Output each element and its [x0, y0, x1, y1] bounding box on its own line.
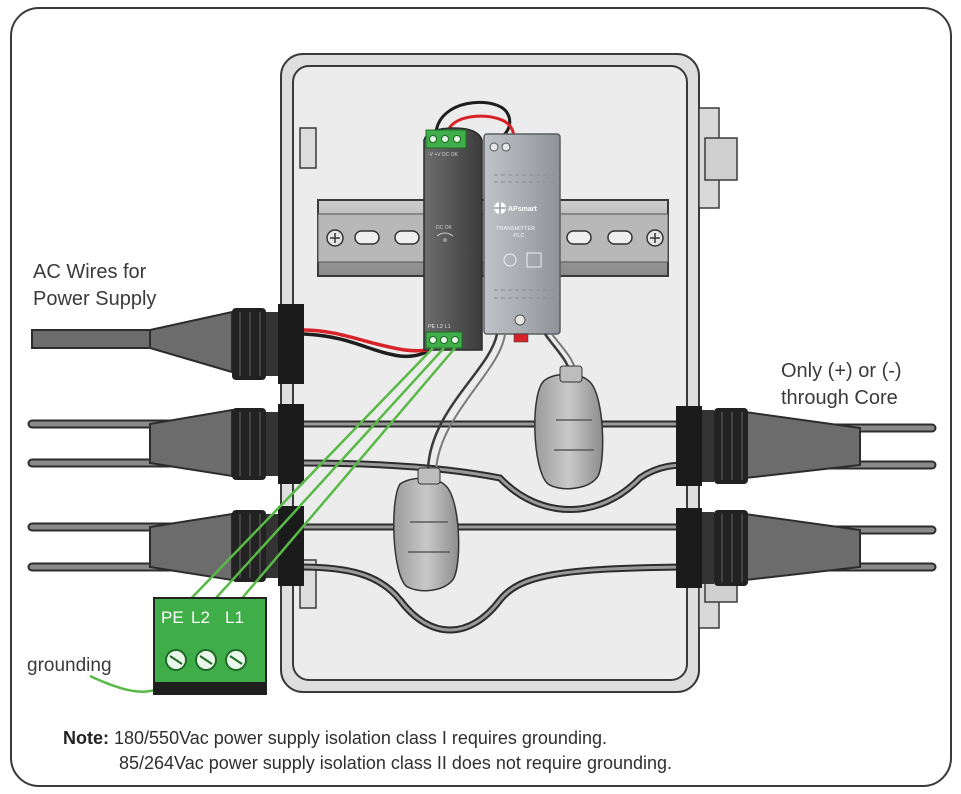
grounding-label: grounding [27, 655, 112, 676]
apsmart-logo-icon [494, 202, 506, 214]
terminal-label-pe: PE [161, 608, 184, 627]
ac-wires-label-line1: AC Wires for [33, 261, 147, 283]
terminal-label-l2: L2 [191, 608, 210, 627]
transmitter-module: APsmart TRANSMITTER -PLC [483, 133, 561, 343]
current-transformer-core [534, 365, 604, 490]
ac-wires-label-line2: Power Supply [33, 288, 157, 310]
ps-bottom-terminal-label: PE L2 L1 [428, 324, 451, 330]
ct-leads [426, 333, 577, 471]
rail-screw-icon [326, 229, 344, 247]
terminal-screw-icon [225, 649, 247, 671]
transmitter-brand: APsmart [508, 206, 537, 213]
ps-top-terminal-label: -V +V DC OK [428, 152, 459, 158]
cable-gland [676, 508, 748, 588]
power-supply-module: -V +V DC OK DC OK PE L2 L1 [423, 127, 483, 351]
note-prefix: Note: [63, 728, 109, 748]
cable-gland [676, 406, 748, 486]
note-line1: 180/550Vac power supply isolation class … [114, 728, 607, 748]
transmitter-model-line1: TRANSMITTER [496, 226, 535, 232]
core-label-line1: Only (+) or (-) [781, 360, 902, 382]
ac-wires-label: AC Wires for Power Supply [33, 259, 156, 313]
core-label: Only (+) or (-) through Core [781, 358, 902, 412]
note-line2: 85/264Vac power supply isolation class I… [119, 753, 673, 773]
core-label-line2: through Core [781, 387, 898, 409]
cable-gland [232, 304, 304, 384]
terminal-label-l1: L1 [225, 608, 244, 627]
terminal-screw-icon [165, 649, 187, 671]
current-transformer-core [393, 467, 460, 592]
ps-dc-ok-label: DC OK [436, 225, 453, 231]
rail-screw-icon [646, 229, 664, 247]
note: Note: 180/550Vac power supply isolation … [63, 726, 672, 776]
cable-gland [232, 404, 304, 484]
terminal-block: PE L2 L1 [153, 597, 267, 695]
transmitter-model-line2: -PLC [512, 233, 525, 239]
cables [27, 310, 937, 634]
terminal-screw-icon [195, 649, 217, 671]
